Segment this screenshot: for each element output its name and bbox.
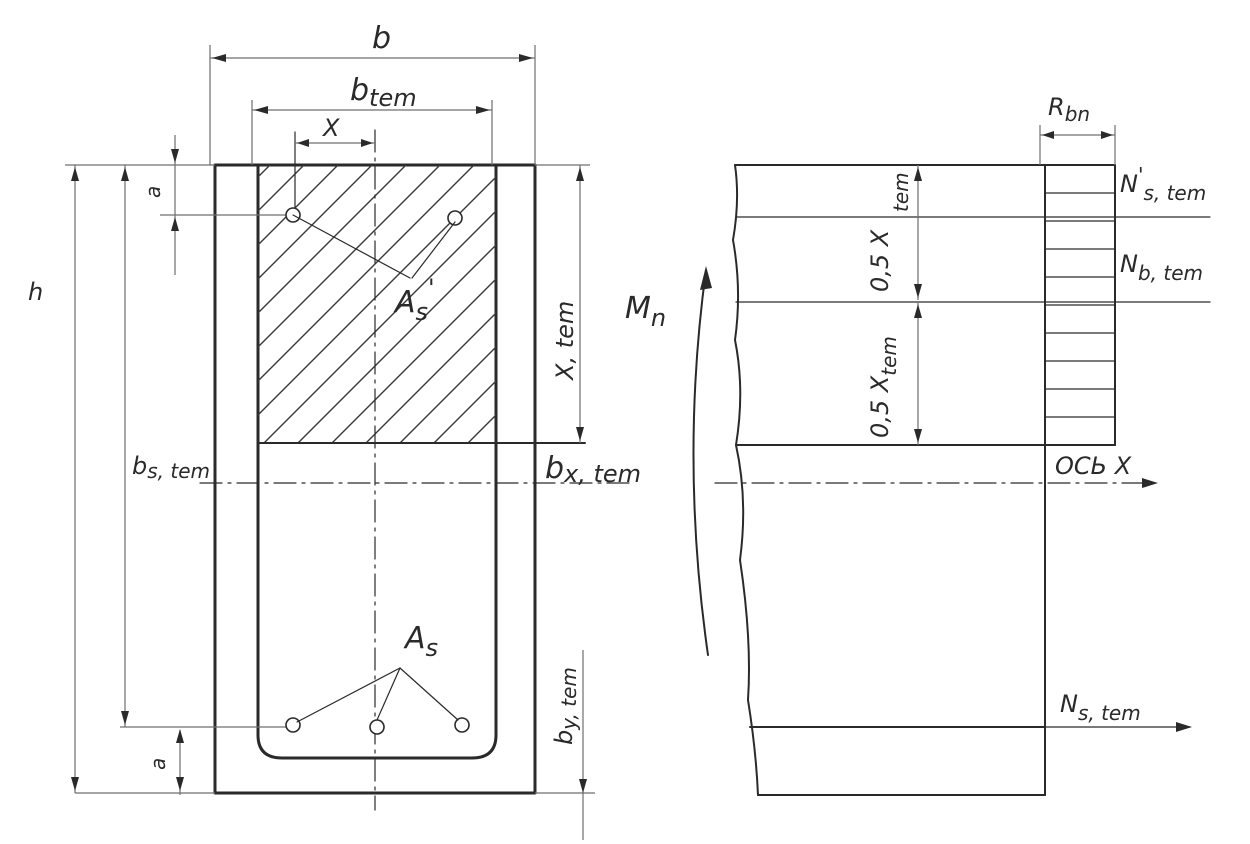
dim-x-tem: X, tem [551, 165, 584, 443]
hatch-line [399, 346, 496, 443]
label-h: h [28, 278, 43, 306]
rebar-top-right [447, 210, 463, 226]
dim-h0 [121, 165, 129, 727]
hatch-line [433, 380, 496, 443]
dim-x: X [294, 114, 375, 214]
rebar-bottom-center [369, 719, 385, 735]
rebar-bottom-left [285, 717, 301, 733]
label-ns-prime-tem: N's, tem [1120, 163, 1206, 205]
dim-half-x-top: tem 0,5 X [866, 165, 922, 300]
break-line-left [732, 164, 759, 796]
label-a-bottom: a [146, 758, 170, 770]
hatch-line [365, 312, 496, 443]
label-ns-tem: Ns, tem [1060, 690, 1141, 725]
hatch-line [331, 278, 496, 443]
dim-a-top: a [141, 135, 179, 275]
label-tem-top: tem [889, 172, 913, 212]
hatch-line [258, 165, 373, 280]
hatch-line [297, 244, 496, 443]
label-axis-x: ОСЬ X [1055, 452, 1132, 480]
label-moment: Mn [625, 291, 666, 332]
label-bx-tem: bx, tem [545, 451, 641, 488]
dim-r-bn: Rbn [1039, 93, 1116, 165]
label-as: As [403, 621, 438, 662]
label-r-bn: Rbn [1048, 93, 1090, 126]
label-nb-tem: Nb, tem [1120, 250, 1203, 285]
reduced-section-outline [256, 163, 498, 760]
dim-a-bottom: a [146, 729, 184, 795]
right-section: Rbn N's, tem Nb, tem tem 0,5 X 0,5 Xtem [714, 93, 1211, 796]
dim-b-tem: btem [251, 73, 493, 165]
compressed-zone-hatch [258, 165, 496, 443]
outer-section-outline [213, 163, 537, 795]
dim-h: h [28, 165, 79, 793]
hatch-line [263, 210, 496, 443]
hatch-line [258, 165, 475, 382]
label-half-x-top: 0,5 X [866, 229, 894, 292]
hatch-line [258, 165, 407, 314]
label-a-top: a [141, 186, 165, 198]
hatch-line [258, 165, 305, 212]
hatch-line [258, 176, 496, 416]
moment-arrow: Mn [625, 266, 712, 656]
left-section: b btem X As' [28, 21, 641, 840]
hatch-line [467, 414, 496, 443]
dim-by-tem: by, tem [550, 650, 587, 840]
label-bs-tem: bs, tem [132, 452, 210, 483]
dim-b-tem-label: btem [350, 73, 417, 112]
dim-b: b [209, 21, 536, 165]
hatch-line [258, 165, 339, 246]
label-half-x-bottom: 0,5 Xtem [866, 336, 901, 438]
rebar-bottom-right [454, 717, 470, 733]
hatch-line [258, 165, 441, 348]
label-by-tem: by, tem [550, 667, 581, 745]
label-as-prime: As' [393, 274, 435, 326]
stress-block-lines [1044, 192, 1116, 418]
dim-x-tem-label: X, tem [551, 301, 579, 382]
dim-x-label: X [321, 114, 340, 142]
dim-b-label: b [372, 21, 391, 56]
dim-half-x-bottom: 0,5 Xtem [866, 302, 922, 445]
